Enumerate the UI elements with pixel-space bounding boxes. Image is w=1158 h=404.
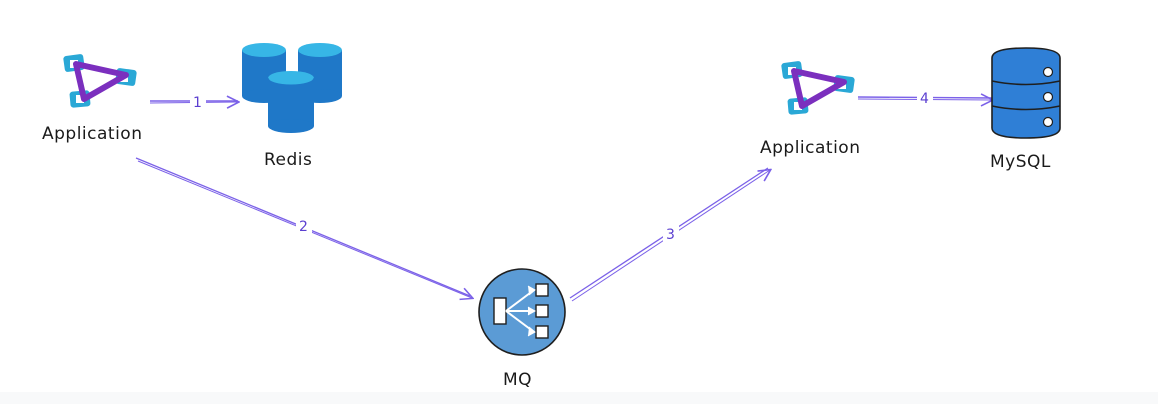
edge-label-4: 4 [920, 91, 929, 107]
edge-label-3: 3 [666, 227, 675, 243]
node-label-app1: Application [42, 124, 143, 144]
node-label-app2: Application [760, 138, 861, 158]
node-label-mysql: MySQL [990, 152, 1051, 172]
edge-app1-mq: 2 [135, 157, 472, 298]
mysql-database-icon [991, 47, 1061, 139]
edge-app1-redis: 1 [149, 92, 238, 111]
bottom-strip [0, 392, 1158, 404]
edge-label-2: 2 [299, 219, 308, 235]
edge-mq-app2: 3 [569, 167, 770, 302]
application-icon [781, 61, 855, 115]
application-icon [63, 54, 137, 108]
edge-label-1: 1 [193, 95, 202, 111]
message-queue-icon [478, 268, 566, 356]
edge-app2-mysql: 4 [857, 88, 992, 107]
redis-database-icon [242, 43, 342, 133]
node-label-mq: MQ [503, 370, 533, 390]
node-label-redis: Redis [264, 150, 313, 170]
